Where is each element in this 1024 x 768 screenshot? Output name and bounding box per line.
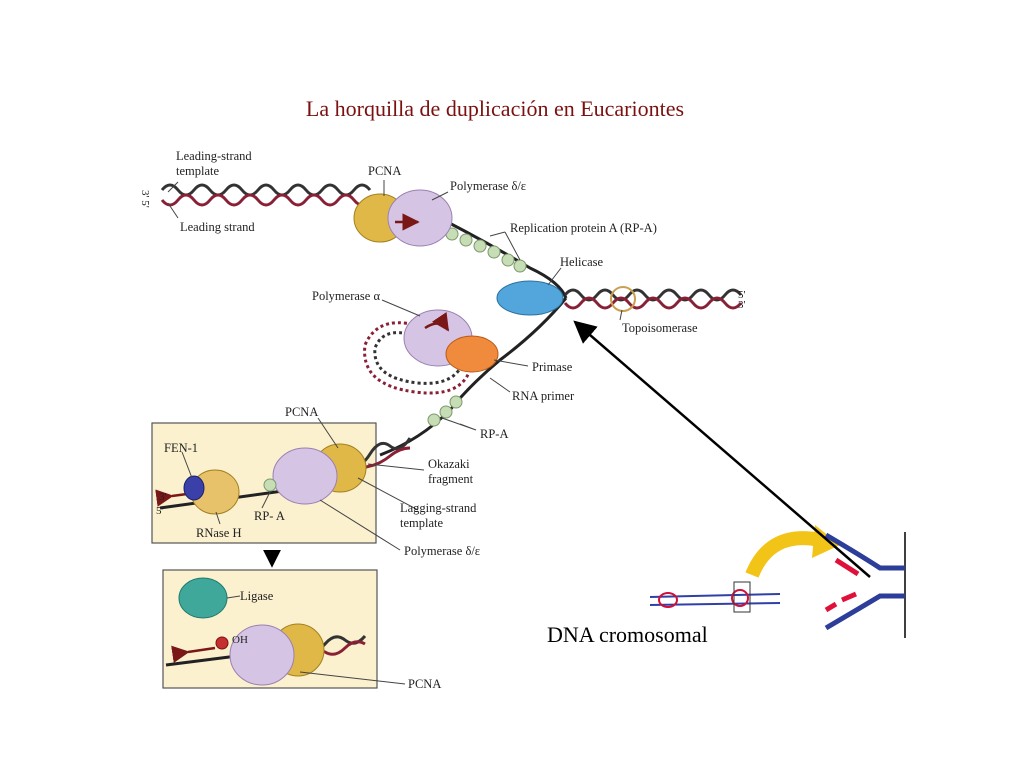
fork-zoom	[824, 532, 906, 638]
label-leading-template-2: template	[176, 164, 219, 178]
helicase-shape	[496, 280, 564, 316]
label-okazaki-1: Okazaki	[428, 457, 470, 471]
label-lagging-template-1: Lagging-strand	[400, 501, 477, 515]
label-leading-strand: Leading strand	[180, 220, 255, 234]
label-polymerase-bottom: Polymerase δ/ε	[404, 544, 480, 558]
label-oh: OH	[232, 634, 248, 646]
zoom-pointer-arrow	[573, 320, 871, 578]
label-pcna-box: PCNA	[285, 405, 318, 419]
ligase-shape	[178, 577, 228, 619]
page-title: La horquilla de duplicación en Eucariont…	[305, 96, 685, 121]
label-fen1: FEN-1	[164, 441, 198, 455]
label-5prime-box: 5'	[156, 505, 164, 517]
polymerase-delta-top	[387, 189, 453, 247]
label-rpa-box: RP- A	[254, 509, 285, 523]
primase-shape	[445, 335, 499, 373]
label-polymerase-top: Polymerase δ/ε	[450, 179, 526, 193]
label-primase: Primase	[532, 360, 573, 374]
label-pcna-bottom: PCNA	[408, 677, 441, 691]
polymerase-delta-bottom	[272, 447, 338, 505]
rpa-box-bead	[263, 478, 277, 492]
rpa-beads-mid	[427, 395, 463, 427]
leading-strand-duplex	[160, 183, 372, 207]
label-rpa-top: Replication protein A (RP-A)	[510, 221, 657, 235]
ligation-direction-arrow	[171, 645, 216, 663]
chromosome-inset	[649, 581, 781, 613]
primer-synthesis-arrow	[424, 312, 450, 332]
polymerase-ligation	[229, 624, 295, 686]
label-leading-template-1: Leading-strand	[176, 149, 252, 163]
label-5prime-right: 5'	[738, 289, 746, 301]
label-3prime-top: 3' 5'	[139, 190, 151, 208]
rpa-beads-top	[445, 227, 527, 273]
label-pcna-top: PCNA	[368, 164, 401, 178]
label-3prime-box: 3'	[159, 491, 167, 503]
label-topoisomerase: Topoisomerase	[622, 321, 698, 335]
lagging-loop	[363, 321, 472, 395]
fen1-shape	[183, 475, 205, 501]
label-okazaki-2: fragment	[428, 472, 474, 486]
zoom-arrow-body	[745, 531, 822, 578]
label-ligase: Ligase	[240, 589, 274, 603]
leader-lines	[167, 180, 623, 685]
lagging-template-strand	[379, 297, 568, 457]
topoisomerase-ring	[610, 286, 636, 312]
label-3prime-right: 3'	[738, 299, 746, 311]
label-dna-cromosomal: DNA cromosomal	[547, 622, 708, 647]
label-rnase-h: RNase H	[196, 526, 241, 540]
parental-duplex	[563, 288, 743, 310]
label-lagging-template-2: template	[400, 516, 443, 530]
label-helicase: Helicase	[560, 255, 603, 269]
label-rna-primer: RNA primer	[512, 389, 575, 403]
label-rpa-mid: RP-A	[480, 427, 508, 441]
phosphate-dot	[215, 636, 229, 650]
label-polymerase-alpha: Polymerase α	[312, 289, 380, 303]
